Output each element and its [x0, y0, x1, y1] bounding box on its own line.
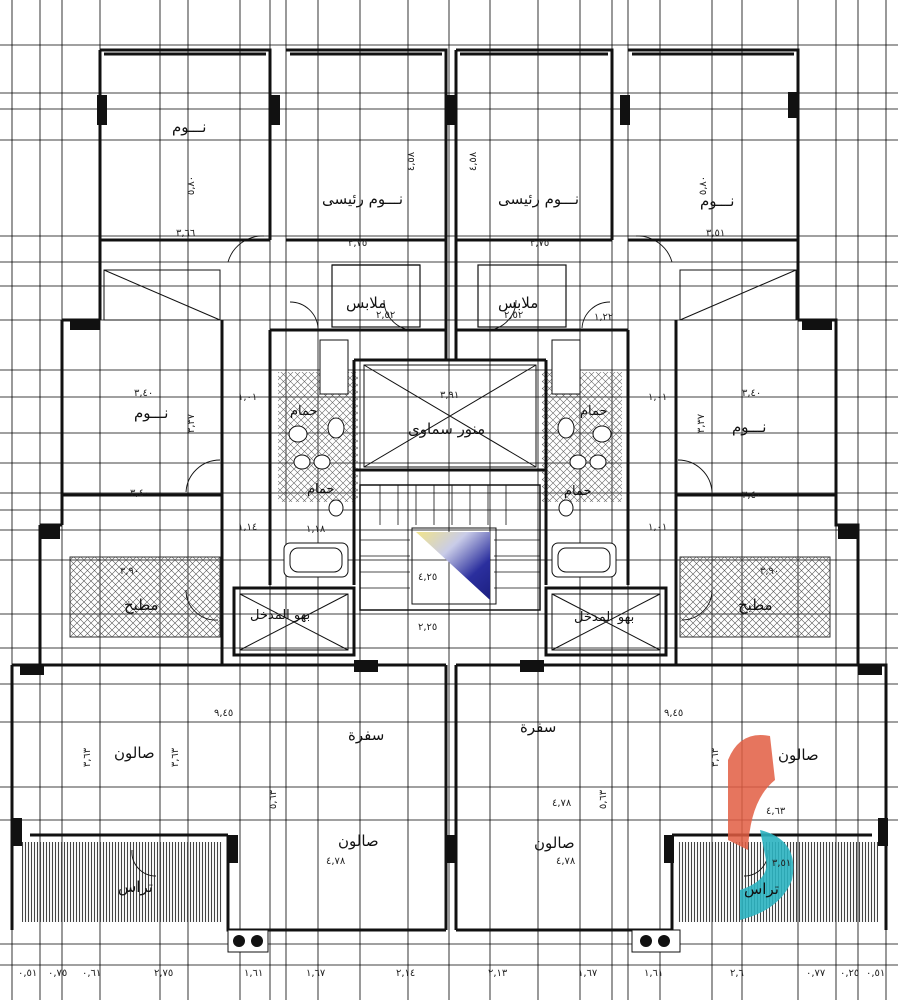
dimension-label: ٤,٥٨ [406, 151, 418, 172]
dimension-label: ٥,٨٠ [186, 175, 198, 196]
stair-landing-fill [416, 532, 490, 600]
bottom-dimension: ١,٦٧ [578, 968, 598, 979]
dimension-label: ٣,٩١ [440, 390, 460, 401]
bottom-dimension: ٢,١٣ [488, 968, 508, 979]
dimension-label: ٣,٦٣ [710, 747, 722, 768]
kitchen-hatch [69, 372, 831, 638]
dimension-label: ٥,٨٠ [698, 175, 710, 196]
room-label-master-bedroom-left: نـــوم رئيسى [322, 190, 403, 208]
dimension-label: ٢,٢٥ [418, 622, 438, 633]
dimension-label: ٣,٧٥ [530, 238, 550, 249]
dimension-label: ٣,٦٣ [170, 747, 182, 768]
bottom-dimension: ٠,٧٥ [48, 968, 68, 979]
dimension-label: ٩,٤٥ [664, 708, 684, 719]
room-label-bath-right-1: حمام [580, 404, 608, 419]
room-label-terrace-left: تراس [118, 878, 153, 896]
room-label-bedroom-mid-right: نـــوم [732, 418, 767, 436]
walls [10, 48, 888, 932]
bottom-dimension: ٠,٧٧ [806, 968, 826, 979]
room-label-bath-right-2: حمام [564, 484, 592, 499]
room-label-entry-hall-left: بهو المدخل [250, 608, 311, 623]
room-label-terrace-right: تراس [744, 880, 779, 898]
dimension-label: ٥,٦٣ [268, 789, 280, 810]
bottom-dimension: ١,٦١ [244, 968, 264, 979]
dimension-label: ٣,٤٠ [742, 490, 762, 501]
entry-hall-lines [239, 593, 661, 651]
skylight-shaft [363, 364, 537, 468]
bottom-dimension: ٠,٦١ [82, 968, 102, 979]
dimension-label: ١,٠١ [648, 392, 668, 403]
dimension-label: ٤,٦٣ [766, 806, 786, 817]
dimension-label: ١,١٤ [238, 522, 258, 533]
bottom-dimension: ١,٦٧ [306, 968, 326, 979]
room-label-salon-left-center: صالون [338, 832, 379, 850]
bottom-dimension: ٠,٥١ [18, 968, 38, 979]
dimension-label: ٣,٦٣ [82, 747, 94, 768]
dimension-label: ٤,٧٨ [552, 798, 572, 809]
dimension-label: ٣,٥١ [706, 228, 726, 239]
dimension-label: ٣,٥١ [772, 858, 792, 869]
dimension-label: ٣,٧٥ [348, 238, 368, 249]
room-label-closet-right: ملابس [498, 294, 539, 312]
dimension-label: ٣,٤٠ [134, 388, 154, 399]
room-label-dining-right: سفرة [520, 718, 557, 736]
dimension-label: ١,٢٢ [594, 312, 614, 323]
room-label-master-bedroom-right: نـــوم رئيسى [498, 190, 579, 208]
room-label-closet-left: ملابس [346, 294, 387, 312]
room-label-kitchen-left: مطبخ [124, 596, 159, 614]
bottom-dimension: ٠,٥١ [866, 968, 886, 979]
bottom-dimension: ٢,١٤ [396, 968, 416, 979]
dimension-label: ٣,٩٠ [760, 566, 780, 577]
dimension-label: ١,٠١ [238, 392, 258, 403]
bottom-dimension: ٠,٢٥ [840, 968, 860, 979]
bottom-dimension: ٢,٧٥ [154, 968, 174, 979]
room-label-skylight-shaft: منور سماوى [408, 420, 486, 438]
dimension-label: ٣,٣٧ [696, 413, 708, 434]
dimension-label: ٣,٤٠ [742, 388, 762, 399]
room-label-entry-hall-right: بهو المدخل [574, 610, 635, 625]
dimension-label: ٤,٥٨ [468, 151, 480, 172]
dimension-label: ٢,٥٢ [376, 310, 396, 321]
columns [12, 92, 888, 863]
room-label-bath-left-1: حمام [290, 404, 318, 419]
room-label-bedroom-top-right: نـــوم [700, 192, 735, 210]
door-swings [131, 235, 769, 877]
logo-watermark [728, 735, 794, 920]
room-label-bath-left-2: حمام [307, 482, 335, 497]
room-label-bedroom-top-left: نـــوم [172, 118, 207, 136]
closets [331, 264, 567, 328]
bath-fixtures [283, 339, 617, 578]
dimension-label: ٣,٤٠ [130, 488, 150, 499]
dimension-label: ١,٠١ [648, 522, 668, 533]
dimension-label: ٤,٧٨ [556, 856, 576, 867]
room-label-kitchen-right: مطبخ [738, 596, 773, 614]
bottom-dimension: ١,٦١ [644, 968, 664, 979]
dimension-label: ٤,٢٥ [418, 572, 438, 583]
dimension-label: ١,١٨ [306, 524, 326, 535]
dimension-label: ٤,٧٨ [326, 856, 346, 867]
room-label-dining-left: سفرة [348, 726, 385, 744]
dimension-label: ٩,٤٥ [214, 708, 234, 719]
dimension-label: ٣,٣٧ [186, 413, 198, 434]
bottom-circles [227, 929, 681, 953]
dimension-label: ٣,٦٦ [176, 228, 196, 239]
room-label-salon-right-center: صالون [534, 834, 575, 852]
bedroom-diagonals [103, 269, 797, 321]
dimension-label: ٥,٦٣ [598, 789, 610, 810]
dimension-label: ٣,٩٠ [120, 566, 140, 577]
bottom-dimension: ٢,٦ [730, 968, 744, 979]
dimension-label: ٢,٥٢ [504, 310, 524, 321]
room-label-bedroom-mid-left: نـــوم [134, 404, 169, 422]
room-label-salon-right-outer: صالون [778, 746, 819, 764]
staircase [359, 484, 541, 611]
room-label-salon-left-outer: صالون [114, 744, 155, 762]
